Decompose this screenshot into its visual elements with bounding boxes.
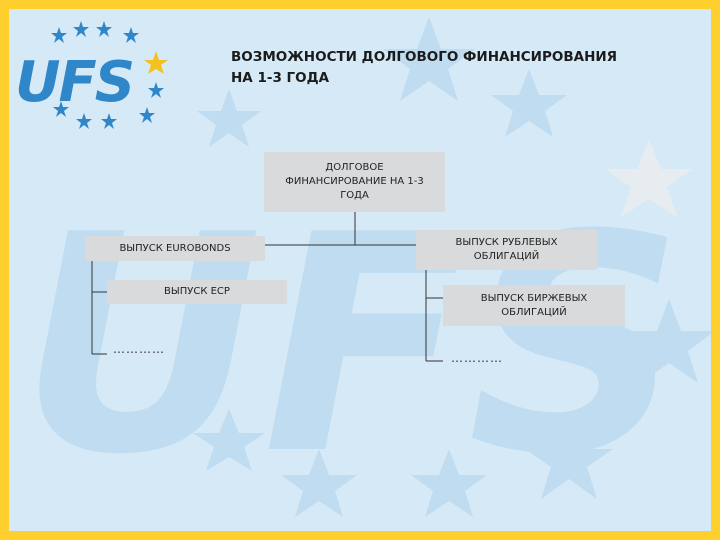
ruble-bonds-line-1: ВЫПУСК РУБЛЕВЫХ <box>455 237 558 248</box>
eurobonds-node: ВЫПУСК EUROBONDS <box>85 236 265 261</box>
gold-star-icon <box>144 51 168 74</box>
logo-stars <box>51 21 164 129</box>
root-line-3: ГОДА <box>340 190 369 201</box>
logo-text: UFS <box>15 50 133 115</box>
ruble-bonds-line-2: ОБЛИГАЦИЙ <box>473 251 540 262</box>
title-line-2: НА 1-3 ГОДА <box>231 70 330 86</box>
root-line-2: ФИНАНСИРОВАНИЕ НА 1-3 <box>285 176 424 187</box>
ecp-node: ВЫПУСК ECP <box>107 280 287 304</box>
right-ellipsis: ………… <box>451 351 503 365</box>
page-title: ВОЗМОЖНОСТИ ДОЛГОВОГО ФИНАНСИРОВАНИЯ НА … <box>231 47 691 89</box>
watermark-stars <box>193 17 711 517</box>
exchange-bonds-node: ВЫПУСК БИРЖЕВЫХ ОБЛИГАЦИЙ <box>443 285 625 326</box>
watermark-ufs: UFS <box>19 171 684 520</box>
exchange-bonds-line-2: ОБЛИГАЦИЙ <box>501 306 567 318</box>
ruble-bonds-node: ВЫПУСК РУБЛЕВЫХ ОБЛИГАЦИЙ <box>416 230 597 270</box>
ufs-watermark: UFS <box>19 17 711 520</box>
eurobonds-label: ВЫПУСК EUROBONDS <box>119 242 231 254</box>
title-line-1: ВОЗМОЖНОСТИ ДОЛГОВОГО ФИНАНСИРОВАНИЯ <box>231 49 618 65</box>
ufs-logo: UFS <box>15 21 168 129</box>
root-line-1: ДОЛГОВОЕ <box>325 162 384 173</box>
root-node: ДОЛГОВОЕ ФИНАНСИРОВАНИЕ НА 1-3 ГОДА <box>264 152 445 212</box>
exchange-bonds-line-1: ВЫПУСК БИРЖЕВЫХ <box>480 292 588 304</box>
ecp-label: ВЫПУСК ECP <box>164 286 230 297</box>
left-ellipsis: ………… <box>113 342 165 356</box>
slide-canvas: UFS UFS ВОЗМОЖНОСТИ ДОЛГОВОГО ФИНАНСИРОВ… <box>9 9 711 531</box>
connector-lines <box>91 212 443 362</box>
